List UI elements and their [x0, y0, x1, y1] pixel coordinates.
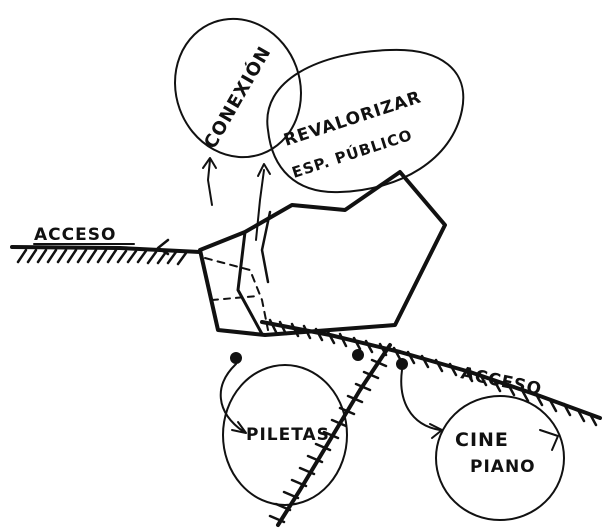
- building-outline: [200, 172, 445, 335]
- balloon-piletas: PILETAS: [221, 352, 347, 505]
- dot-piletas: [230, 352, 242, 364]
- label-conexion: CONEXIÓN: [199, 42, 275, 152]
- balloon-cine: CINE PIANO: [352, 349, 564, 520]
- label-piano: PIANO: [470, 457, 536, 477]
- label-piletas: PILETAS: [246, 425, 330, 445]
- label-acceso-right: ACCESO: [459, 363, 544, 400]
- label-cine: CINE: [455, 429, 509, 451]
- dot-cine: [396, 358, 408, 370]
- dot-acceso: [352, 349, 364, 361]
- label-acceso-left: ACCESO: [34, 225, 116, 245]
